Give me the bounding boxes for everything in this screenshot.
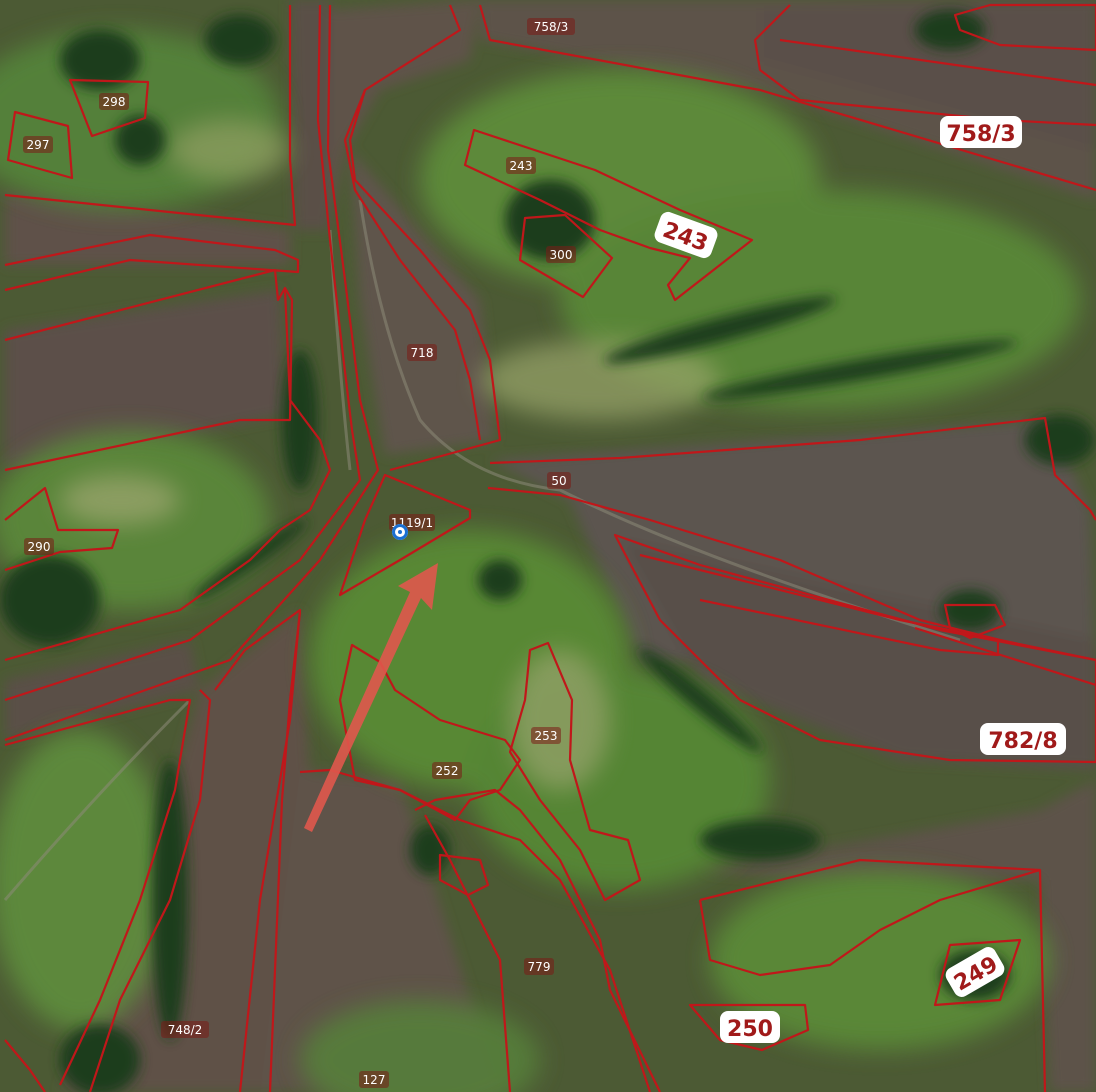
parcel-249-outline [933, 938, 1022, 1007]
svg-text:748/2: 748/2 [168, 1023, 203, 1037]
parcel-250-outline [688, 1003, 810, 1052]
svg-text:250: 250 [727, 1017, 773, 1042]
label-758-3-top[interactable]: 758/3 [527, 18, 575, 35]
label-298[interactable]: 298 [99, 93, 129, 110]
parcel-southeast-field [698, 868, 1047, 1092]
location-marker-icon[interactable] [392, 524, 408, 540]
svg-text:782/8: 782/8 [988, 729, 1057, 754]
field-west-2 [4, 268, 294, 472]
label-758-3-big[interactable]: 758/3 [940, 116, 1022, 148]
svg-text:297: 297 [27, 138, 50, 152]
parcel-southeast-field-top [699, 858, 1041, 902]
parcel-252-outline [338, 643, 522, 822]
svg-text:290: 290 [28, 540, 51, 554]
label-253[interactable]: 253 [531, 727, 561, 744]
parcel-50-south [487, 486, 1096, 662]
svg-text:758/3: 758/3 [534, 20, 569, 34]
svg-text:243: 243 [510, 159, 533, 173]
label-243-big[interactable]: 243 [652, 210, 719, 261]
corridor-main-b [4, 4, 380, 742]
parcel-779-inner [424, 814, 512, 1092]
label-290[interactable]: 290 [24, 538, 54, 555]
parcel-northeast-strip [953, 3, 1096, 52]
svg-text:252: 252 [436, 764, 459, 778]
label-50[interactable]: 50 [547, 472, 571, 489]
parcel-782-8-inner [639, 553, 1000, 657]
parcel-298-outline [68, 78, 150, 138]
parcel-boundaries [4, 3, 1096, 1092]
parcel-300-outline [518, 213, 614, 299]
label-127[interactable]: 127 [359, 1071, 389, 1088]
svg-text:300: 300 [550, 248, 573, 262]
label-718[interactable]: 718 [407, 344, 437, 361]
parcel-small-south [438, 853, 490, 897]
corridor-south-2 [4, 698, 192, 1086]
svg-text:50: 50 [551, 474, 566, 488]
svg-text:779: 779 [528, 960, 551, 974]
svg-text:253: 253 [535, 729, 558, 743]
parcel-253-outline [508, 641, 642, 902]
corridor-south-3 [88, 689, 212, 1092]
parcel-labels-large: 758/3 243 782/8 249 250 [652, 116, 1066, 1043]
parcel-labels-small: 758/3 298 297 243 300 718 50 1119/1 [23, 18, 576, 1088]
svg-text:298: 298 [103, 95, 126, 109]
pointer-arrow-icon [304, 563, 438, 832]
corridor-main-a [4, 4, 362, 702]
parcel-758-3-north [478, 4, 1096, 192]
label-297[interactable]: 297 [23, 136, 53, 153]
label-779[interactable]: 779 [524, 958, 554, 975]
svg-text:718: 718 [411, 346, 434, 360]
parcel-718-road [343, 89, 482, 441]
svg-text:127: 127 [363, 1073, 386, 1087]
label-250[interactable]: 250 [720, 1011, 780, 1043]
parcel-290-outline [4, 486, 120, 572]
label-300[interactable]: 300 [546, 246, 576, 263]
parcel-252-strip [299, 768, 652, 1092]
parcel-758-3-top-outline [348, 4, 502, 472]
corridor-west-inner [4, 289, 332, 662]
parcel-northeast-strip-2 [779, 38, 1096, 87]
svg-text:758/3: 758/3 [946, 122, 1015, 147]
parcel-east-strip [914, 626, 1096, 687]
field-west-1 [4, 233, 300, 292]
parcel-south-west-edge [4, 1039, 46, 1092]
parcel-243-outline [463, 128, 754, 302]
label-782-8[interactable]: 782/8 [980, 723, 1066, 755]
parcel-779-outline [414, 788, 661, 1092]
corridor-south-4 [214, 608, 302, 1092]
parcel-1119-1-outline [338, 473, 472, 597]
parcel-50-outline [489, 416, 1096, 521]
parcel-782-8-outline [613, 533, 1096, 764]
parcel-297-outline [6, 110, 74, 180]
road-left-edge [4, 5, 297, 227]
label-748-2[interactable]: 748/2 [161, 1021, 209, 1038]
label-243-small[interactable]: 243 [506, 157, 536, 174]
label-252[interactable]: 252 [432, 762, 462, 779]
parcel-east-bump [943, 603, 1007, 640]
